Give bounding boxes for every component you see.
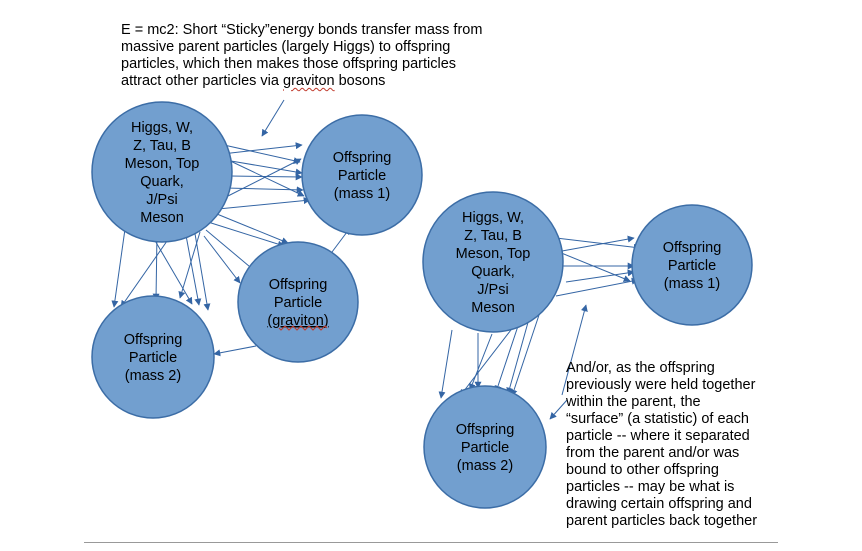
arrow-group xyxy=(111,99,641,420)
arrow-21 xyxy=(213,345,257,357)
top-note-line-4-tail: bosons xyxy=(334,73,386,89)
arrow-9 xyxy=(211,211,289,244)
side-annotation: And/or, as the offspring previously were… xyxy=(566,360,757,530)
parent-right-label-line-5: J/Psi xyxy=(477,282,508,298)
arrow-2 xyxy=(221,142,303,155)
offspring-mass2-left-label-line-2: Particle xyxy=(129,350,177,366)
offspring-graviton-circle xyxy=(237,241,359,363)
side-note-line-3: within the parent, the xyxy=(566,394,701,410)
arrow-16 xyxy=(120,230,175,308)
top-note-line-4: attract other particles via graviton bos… xyxy=(121,73,482,90)
side-note-line-6: from the parent and/or was xyxy=(566,445,740,461)
side-note-line-9: drawing certain offspring and xyxy=(566,496,752,512)
offspring-mass1-right-label-line-3: (mass 1) xyxy=(664,276,720,292)
arrow-3 xyxy=(224,159,303,176)
offspring-mass2-left-label-line-1: Offspring xyxy=(124,332,183,348)
graviton-word: graviton xyxy=(283,73,335,89)
top-note-line-4-text: attract other particles via xyxy=(121,73,283,89)
arrow-1 xyxy=(223,144,301,165)
parent-right-label-line-4: Quark, xyxy=(471,264,515,280)
parent-left-label-line-3: Meson, Top xyxy=(125,156,200,172)
arrow-28 xyxy=(438,329,453,399)
top-note-line-1: E = mc2: Short “Sticky”energy bonds tran… xyxy=(121,22,483,38)
offspring-mass1-right-label-line-1: Offspring xyxy=(663,240,722,256)
arrow-22 xyxy=(555,237,641,251)
parent-left-circle xyxy=(91,101,233,243)
offspring-mass2-left-label-line-3: (mass 2) xyxy=(125,368,181,384)
offspring-graviton-label-line-2: Particle xyxy=(274,295,322,311)
side-note-line-10: parent particles back together xyxy=(566,513,758,529)
side-note-line-4: “surface” (a statistic) of each xyxy=(566,411,749,427)
offspring-mass1-left-label-line-3: (mass 1) xyxy=(334,186,390,202)
parent-left-label-line-2: Z, Tau, B xyxy=(133,138,191,154)
arrow-25 xyxy=(565,269,635,283)
arrow-35 xyxy=(261,99,285,137)
top-note-line-3: particles, which then makes those offspr… xyxy=(121,56,457,72)
parent-left-label-line-1: Higgs, W, xyxy=(131,120,193,136)
arrow-30 xyxy=(469,333,493,391)
top-note-line-2: massive parent particles (largely Higgs)… xyxy=(121,39,451,55)
offspring-graviton-label-line-3: (graviton) xyxy=(267,313,328,329)
arrow-36 xyxy=(561,304,588,396)
offspring-mass1-right-circle xyxy=(631,204,753,326)
arrow-23 xyxy=(561,235,635,252)
bottom-divider xyxy=(84,542,778,543)
side-note-line-5: particle -- where it separated xyxy=(566,428,750,444)
offspring-mass2-right-label-line-2: Particle xyxy=(461,440,509,456)
offspring-graviton-label-line-1: Offspring xyxy=(269,277,328,293)
spellcheck-squiggle xyxy=(278,325,328,331)
parent-right-circle xyxy=(422,191,564,333)
arrow-12 xyxy=(203,235,241,284)
arrow-31 xyxy=(459,325,515,397)
arrow-26 xyxy=(555,277,639,297)
offspring-mass1-right-label-line-2: Particle xyxy=(668,258,716,274)
parent-left-label-line-6: Meson xyxy=(140,210,184,226)
offspring-mass2-left-circle xyxy=(91,295,215,419)
arrow-10 xyxy=(207,221,285,248)
arrow-27 xyxy=(553,249,631,282)
parent-left-label-line-4: Quark, xyxy=(140,174,184,190)
offspring-mass1-left-circle xyxy=(301,114,423,236)
side-note-line-1: And/or, as the offspring xyxy=(566,360,715,376)
offspring-mass1-left-label-line-2: Particle xyxy=(338,168,386,184)
arrow-7 xyxy=(223,157,305,197)
offspring-mass2-right-circle xyxy=(423,385,547,509)
side-note-line-7: bound to other offspring xyxy=(566,462,719,478)
parent-right-label-line-1: Higgs, W, xyxy=(462,210,524,226)
parent-right-label-line-2: Z, Tau, B xyxy=(464,228,522,244)
offspring-mass2-right-label-line-1: Offspring xyxy=(456,422,515,438)
offspring-mass1-left-label-line-1: Offspring xyxy=(333,150,392,166)
arrow-17 xyxy=(178,231,201,299)
arrow-18 xyxy=(184,229,202,306)
arrow-37 xyxy=(549,399,568,420)
arrow-19 xyxy=(192,221,211,311)
parent-right-label-line-6: Meson xyxy=(471,300,515,316)
side-note-line-2: previously were held together xyxy=(566,377,756,393)
side-note-line-8: particles -- may be what is xyxy=(566,479,735,495)
arrow-8 xyxy=(217,197,311,210)
parent-right-label-line-3: Meson, Top xyxy=(456,246,531,262)
top-annotation: E = mc2: Short “Sticky”energy bonds tran… xyxy=(121,22,482,90)
arrow-32 xyxy=(494,319,521,393)
offspring-mass2-right-label-line-3: (mass 2) xyxy=(457,458,513,474)
parent-left-label-line-5: J/Psi xyxy=(146,192,177,208)
arrow-13 xyxy=(111,221,127,308)
